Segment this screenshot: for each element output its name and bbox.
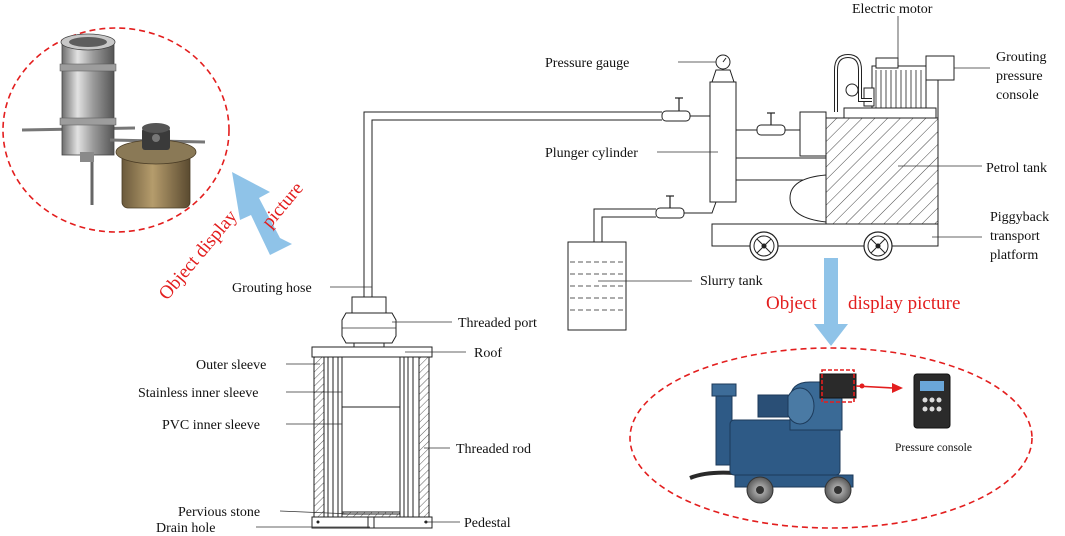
label-platform-line3: platform xyxy=(990,248,1038,263)
label-threaded-port: Threaded port xyxy=(458,316,537,331)
pump-photo xyxy=(689,369,857,504)
arrow-to-console-icon xyxy=(892,383,903,393)
label-console-line3: console xyxy=(996,88,1039,103)
label-plunger-cylinder: Plunger cylinder xyxy=(545,146,638,161)
petrol-tank xyxy=(825,117,939,225)
outlet-valve xyxy=(756,124,786,136)
threaded-rod-left xyxy=(327,356,334,518)
pedestal-photo xyxy=(109,123,206,209)
label-roof: Roof xyxy=(474,346,502,361)
electric-motor xyxy=(871,65,927,113)
label-pedestal: Pedestal xyxy=(464,516,511,531)
label-pervious-stone: Pervious stone xyxy=(178,505,260,520)
drain-hole xyxy=(367,516,375,529)
label-drain-hole: Drain hole xyxy=(156,521,215,536)
console-highlight-box xyxy=(821,369,855,403)
callout-right-display-picture: display picture xyxy=(848,293,960,314)
label-pvc-inner-sleeve: PVC inner sleeve xyxy=(162,418,260,433)
grouting-pressure-console xyxy=(925,55,955,81)
grouting-pump xyxy=(567,53,955,331)
label-slurry-tank: Slurry tank xyxy=(700,274,763,289)
arrow-to-left-photo-icon xyxy=(232,172,292,255)
callout-right-object: Object xyxy=(766,293,817,314)
label-console-line2: pressure xyxy=(996,69,1043,84)
dashed-circle-left xyxy=(2,27,230,233)
stainless-inner-top xyxy=(341,356,401,408)
sleeve-photo xyxy=(21,33,136,205)
sample-cell-leaders xyxy=(256,286,466,528)
dashed-ellipse-right xyxy=(629,347,1033,529)
pump-leaders xyxy=(598,16,990,282)
object-photo-right: Pressure console xyxy=(629,347,1033,529)
label-grouting-hose: Grouting hose xyxy=(232,281,312,296)
label-platform-line1: Piggyback xyxy=(990,210,1049,225)
callout-left-picture: picture xyxy=(258,178,308,232)
pvc-inner-sleeve xyxy=(341,406,401,515)
pressure-console-photo xyxy=(913,373,951,429)
sample-cell xyxy=(311,296,433,529)
label-threaded-rod: Threaded rod xyxy=(456,442,531,457)
suction-valve xyxy=(655,207,685,219)
label-electric-motor: Electric motor xyxy=(852,2,933,17)
inlet-valve xyxy=(661,110,691,122)
label-pressure-gauge: Pressure gauge xyxy=(545,56,629,71)
label-pressure-console: Pressure console xyxy=(895,442,972,454)
outer-sleeve-left xyxy=(313,356,325,518)
label-platform-line2: transport xyxy=(990,229,1040,244)
label-stainless-inner-sleeve: Stainless inner sleeve xyxy=(138,386,259,401)
threaded-port-upper xyxy=(351,296,387,314)
grouting-hose xyxy=(363,111,662,297)
object-photo-left xyxy=(2,27,230,233)
outer-sleeve-right xyxy=(418,356,430,518)
platform-wheel-right xyxy=(863,231,893,261)
threaded-rod-right xyxy=(407,356,414,518)
plunger-cylinder xyxy=(709,81,737,203)
piggyback-transport-platform xyxy=(711,223,939,247)
label-console-line1: Grouting xyxy=(996,50,1047,65)
platform-wheel-left xyxy=(749,231,779,261)
label-outer-sleeve: Outer sleeve xyxy=(196,358,266,373)
arrow-to-right-photo-icon xyxy=(814,258,848,346)
label-petrol-tank: Petrol tank xyxy=(986,161,1047,176)
